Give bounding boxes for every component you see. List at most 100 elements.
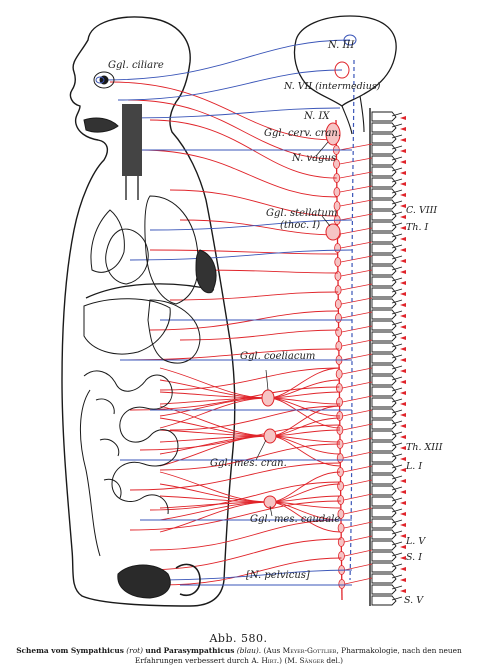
segment-arrow: [400, 369, 406, 373]
caption-para-color: (blau).: [237, 646, 261, 655]
trunk-ganglion: [335, 314, 341, 323]
vertebra: [372, 354, 396, 363]
segment-th-xiii: Th. XIII: [406, 442, 443, 453]
segment-arrow: [400, 589, 406, 593]
vertebra: [372, 387, 396, 396]
segment-th-i: Th. I: [406, 222, 428, 233]
vertebra: [372, 112, 396, 121]
vertebra: [372, 156, 396, 165]
ramus-communicans: [341, 298, 372, 304]
segment-arrow: [400, 237, 406, 241]
ramus-communicans: [343, 396, 372, 402]
label-ggl-mes-cran: Ggl. mes. cran.: [210, 458, 287, 469]
vertebra: [372, 431, 396, 440]
label-ggl-mes-caudale: Ggl. mes. caudale: [250, 514, 340, 525]
sympathetic-fiber: [170, 292, 338, 300]
vertebra: [372, 266, 396, 275]
vertebra: [372, 519, 396, 528]
sympathetic-fiber: [160, 368, 339, 390]
ramus-communicans: [340, 214, 372, 220]
ramus-communicans: [340, 158, 372, 164]
segment-arrow: [400, 435, 406, 439]
segment-s-v: S. V: [404, 595, 423, 606]
heart: [106, 229, 149, 284]
sympathetic-fiber: [150, 311, 338, 330]
vertebra: [372, 233, 396, 242]
trunk-ganglion: [336, 370, 342, 379]
segment-arrow: [400, 380, 406, 384]
segment-arrow: [400, 171, 406, 175]
trunk-ganglion: [337, 398, 343, 407]
vertebra: [372, 530, 396, 539]
ramus-communicans: [343, 438, 372, 444]
segment-arrow: [400, 402, 406, 406]
sympathetic-fiber: [150, 482, 341, 510]
trunk-ganglion: [334, 188, 340, 197]
segment-arrow: [400, 314, 406, 318]
ramus-communicans: [342, 354, 372, 360]
vertebra: [372, 299, 396, 308]
intestines: [80, 371, 178, 556]
segment-arrow: [400, 512, 406, 516]
ramus-communicans: [342, 368, 372, 374]
ramus-communicans: [344, 494, 372, 500]
segment-l-v: L. V: [406, 536, 425, 547]
vertebra: [372, 244, 396, 253]
ramus-communicans: [340, 172, 372, 178]
label-ggl-ciliare: Ggl. ciliare: [108, 60, 164, 71]
segment-arrow: [400, 523, 406, 527]
label-ggl-stellatum: Ggl. stellatum: [266, 208, 337, 219]
lung-left: [91, 210, 124, 272]
bladder: [118, 565, 170, 598]
segment-arrow: [400, 270, 406, 274]
segment-arrow: [400, 413, 406, 417]
trunk-ganglion: [339, 580, 345, 589]
caption-source-1: , Pharmakologie, nach den neuen: [336, 646, 461, 655]
trunk-ganglion: [336, 328, 342, 337]
segment-arrow: [400, 358, 406, 362]
ramus-communicans: [341, 312, 372, 318]
trunk-ganglion: [338, 482, 344, 491]
splanchnic-fiber: [268, 368, 340, 398]
vertebra: [372, 365, 396, 374]
segment-arrow: [400, 567, 406, 571]
caption-source-2: Erfahrungen verbessert durch: [135, 656, 249, 665]
splanchnic-fiber: [270, 406, 340, 436]
organs: [80, 72, 216, 598]
ramus-communicans: [342, 382, 372, 388]
splanchnic-fiber: [268, 398, 340, 404]
segment-arrow: [400, 160, 406, 164]
vertebra: [372, 464, 396, 473]
vertebra: [372, 409, 396, 418]
segment-arrow: [400, 325, 406, 329]
vertebra: [372, 508, 396, 517]
vertebra: [372, 310, 396, 319]
diaphragm: [86, 284, 214, 298]
vertebra: [372, 563, 396, 572]
tongue: [84, 118, 118, 132]
segment-arrow: [400, 248, 406, 252]
segment-arrow: [400, 303, 406, 307]
segment-arrow: [400, 347, 406, 351]
segment-arrow: [400, 138, 406, 142]
vertebra: [372, 541, 396, 550]
vertebra: [372, 596, 396, 605]
trunk-ganglion: [338, 552, 344, 561]
vertebra: [372, 497, 396, 506]
label-n-iii: N. III: [328, 40, 354, 51]
splanchnic-fiber: [268, 380, 340, 398]
sympathetic-fiber: [180, 330, 339, 340]
caption-draftsman-close: del.): [326, 656, 343, 665]
splanchnic-fiber: [270, 472, 340, 502]
ramus-communicans: [343, 452, 372, 458]
vertebra: [372, 486, 396, 495]
vertebra: [372, 420, 396, 429]
vertebra: [372, 343, 396, 352]
splanchnic-fiber: [270, 436, 340, 442]
ramus-communicans: [339, 144, 372, 150]
label-n-vii: N. VII (intermedius): [284, 81, 380, 92]
caption-authors: Meyer-Gottlieb: [283, 646, 337, 655]
ramus-communicans: [341, 270, 372, 276]
vertebral-column: [370, 108, 406, 606]
figure-caption: Schema vom Sympathicus (rot) und Parasym…: [4, 646, 474, 666]
